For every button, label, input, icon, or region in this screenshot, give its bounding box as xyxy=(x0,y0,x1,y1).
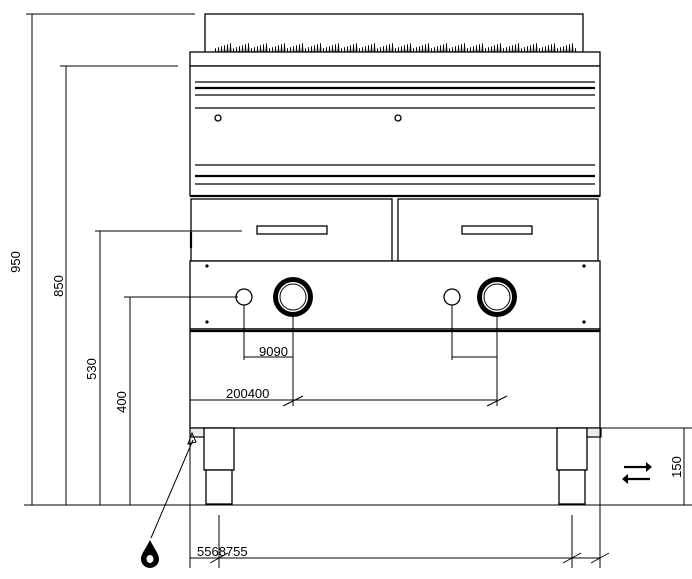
lower-cabinet xyxy=(189,328,601,429)
gas-drop-icon xyxy=(141,540,159,568)
dim-knob-offset: 9090 xyxy=(243,305,498,360)
gas-inlet xyxy=(141,431,197,568)
dim-850-label: 850 xyxy=(51,275,66,297)
dim-950: 950 xyxy=(8,13,195,505)
dim-150-label: 150 xyxy=(669,456,684,478)
dim-knob-offset-label: 9090 xyxy=(259,344,288,359)
dim-knob-spacing: 200400 xyxy=(190,360,508,407)
knob-right xyxy=(477,277,517,317)
dim-530: 530 xyxy=(84,230,242,505)
drawer-left xyxy=(189,198,393,262)
double-arrow-icon xyxy=(622,462,652,484)
dim-950-label: 950 xyxy=(8,251,23,273)
upper-body xyxy=(189,65,601,198)
knob-left xyxy=(273,277,313,317)
pilot-button-right xyxy=(443,288,461,306)
dim-400: 400 xyxy=(114,296,238,505)
dim-base-widths: 5568755 xyxy=(189,428,610,568)
drawer-right xyxy=(397,198,599,262)
dim-530-label: 530 xyxy=(84,358,99,380)
dim-850: 850 xyxy=(51,65,178,505)
dim-knob-spacing-label: 200400 xyxy=(226,386,269,401)
leg-right xyxy=(556,427,602,505)
dim-150: 150 xyxy=(590,427,692,505)
pilot-button-left xyxy=(235,288,253,306)
leg-left xyxy=(189,427,235,505)
dim-base-widths-label: 5568755 xyxy=(197,544,248,559)
grill-top xyxy=(189,13,601,67)
dim-400-label: 400 xyxy=(114,391,129,413)
control-panel xyxy=(189,260,601,330)
